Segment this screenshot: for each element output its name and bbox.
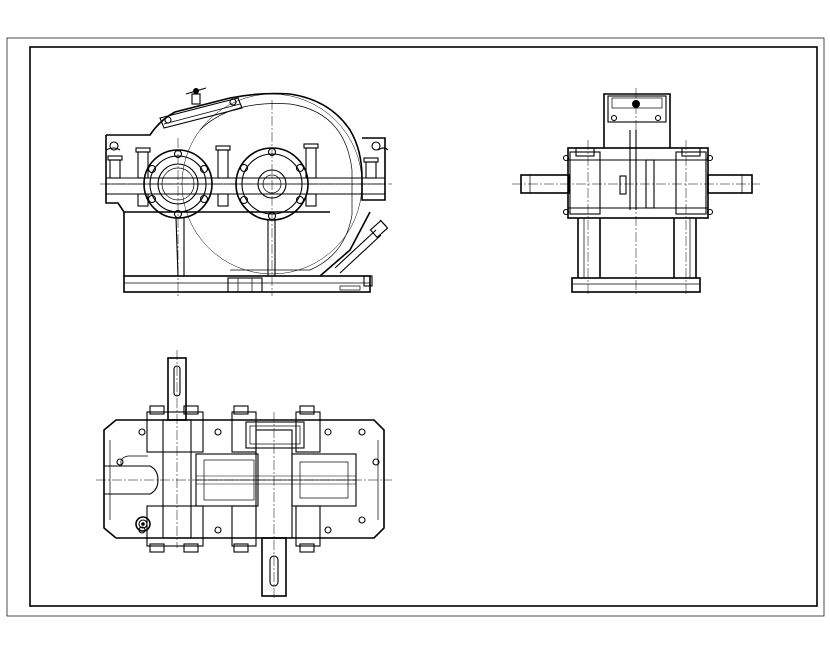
front-base-foot xyxy=(227,277,263,293)
top-bolt-holes xyxy=(116,428,380,534)
top-view xyxy=(96,350,392,600)
top-housing xyxy=(103,419,385,539)
front-view xyxy=(100,87,392,296)
inner-frame xyxy=(29,46,818,607)
side-view xyxy=(512,88,760,296)
front-inspection-cover xyxy=(159,87,243,129)
front-flange-bolts xyxy=(107,143,379,207)
front-oil-gauge xyxy=(334,219,389,274)
front-rib-left xyxy=(175,217,185,277)
top-bearing-blocks xyxy=(146,405,321,553)
top-oil-plug xyxy=(135,516,151,532)
side-inspection-cover xyxy=(603,93,671,148)
front-rib-right xyxy=(267,220,276,276)
outer-border xyxy=(6,37,825,617)
front-lower-housing xyxy=(123,211,371,277)
